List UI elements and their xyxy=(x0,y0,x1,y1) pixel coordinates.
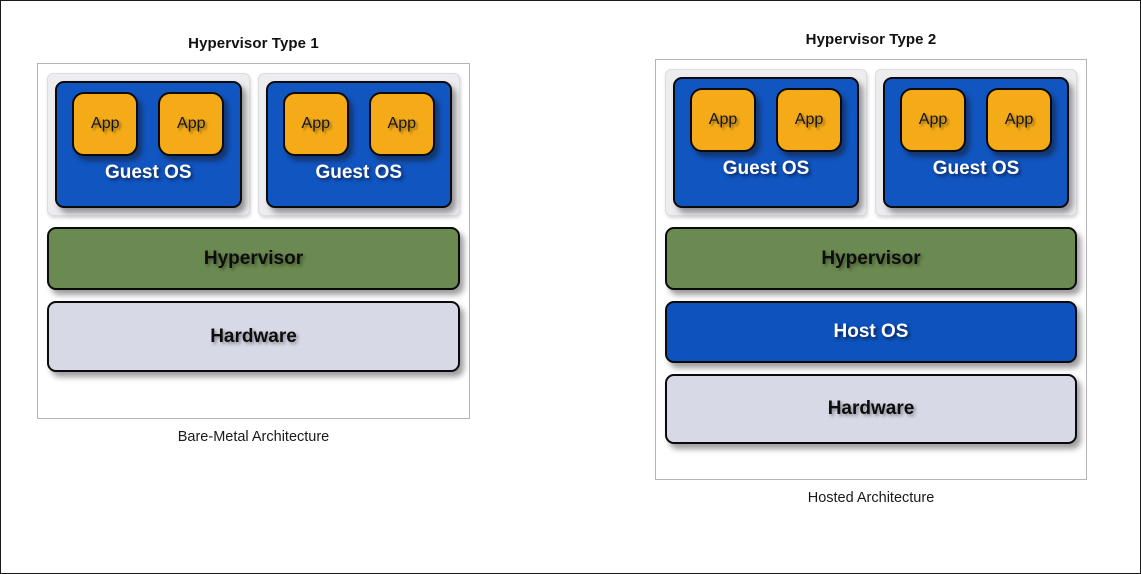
layer-label-host-os: Host OS xyxy=(833,321,909,342)
app-row: App App xyxy=(690,88,842,152)
layer-hypervisor[interactable]: Hypervisor xyxy=(47,227,460,290)
layer-hypervisor[interactable]: Hypervisor xyxy=(665,227,1077,290)
guest-os-label: Guest OS xyxy=(722,158,810,179)
host-panel-type-1: App App Guest OS App xyxy=(37,63,470,419)
app-row: App App xyxy=(282,92,435,156)
diagram-title-type-1: Hypervisor Type 1 xyxy=(188,35,319,52)
guest-os-label: Guest OS xyxy=(932,158,1020,179)
app-box[interactable]: App xyxy=(158,92,225,156)
diagram-caption-type-1: Bare-Metal Architecture xyxy=(177,429,330,445)
app-box[interactable]: App xyxy=(776,88,842,152)
host-panel-type-2: App App Guest OS App xyxy=(655,59,1087,480)
guest-os-box[interactable]: App App Guest OS xyxy=(265,81,452,208)
app-label: App xyxy=(918,111,948,128)
app-row: App App xyxy=(900,88,1052,152)
app-label: App xyxy=(91,115,120,132)
guest-os-label: Guest OS xyxy=(315,162,403,183)
vm-container[interactable]: App App Guest OS xyxy=(257,73,460,216)
layer-hardware[interactable]: Hardware xyxy=(665,374,1077,444)
app-box[interactable]: App xyxy=(986,88,1052,152)
app-box[interactable]: App xyxy=(282,92,349,156)
layer-label-hardware: Hardware xyxy=(827,398,915,419)
diagram-caption-type-2: Hosted Architecture xyxy=(807,490,935,506)
app-box[interactable]: App xyxy=(72,92,139,156)
app-label: App xyxy=(1004,111,1034,128)
app-label: App xyxy=(708,111,738,128)
app-label: App xyxy=(177,115,206,132)
vm-container[interactable]: App App Guest OS xyxy=(47,73,250,216)
layer-label-hypervisor: Hypervisor xyxy=(203,247,304,269)
diagram-hypervisor-type-1: Hypervisor Type 1 App App Guest OS xyxy=(37,35,470,445)
vm-row-type-1: App App Guest OS App xyxy=(47,73,460,216)
layer-label-hardware: Hardware xyxy=(210,325,297,347)
diagram-title-type-2: Hypervisor Type 2 xyxy=(805,31,937,48)
app-label: App xyxy=(301,115,330,132)
vm-row-type-2: App App Guest OS App xyxy=(665,69,1077,216)
layer-hardware[interactable]: Hardware xyxy=(47,301,460,372)
vm-container[interactable]: App App Guest OS xyxy=(665,69,867,216)
guest-os-box[interactable]: App App Guest OS xyxy=(673,77,859,208)
guest-os-box[interactable]: App App Guest OS xyxy=(55,81,242,208)
layer-host-os[interactable]: Host OS xyxy=(665,301,1077,363)
layer-label-hypervisor: Hypervisor xyxy=(821,247,921,269)
app-box[interactable]: App xyxy=(690,88,756,152)
app-label: App xyxy=(794,111,824,128)
vm-container[interactable]: App App Guest OS xyxy=(875,69,1077,216)
diagram-hypervisor-type-2: Hypervisor Type 2 App App Guest OS xyxy=(655,31,1087,506)
guest-os-box[interactable]: App App Guest OS xyxy=(883,77,1069,208)
app-box[interactable]: App xyxy=(900,88,966,152)
app-row: App App xyxy=(72,92,225,156)
guest-os-label: Guest OS xyxy=(104,162,192,183)
app-box[interactable]: App xyxy=(368,92,435,156)
app-label: App xyxy=(387,115,416,132)
